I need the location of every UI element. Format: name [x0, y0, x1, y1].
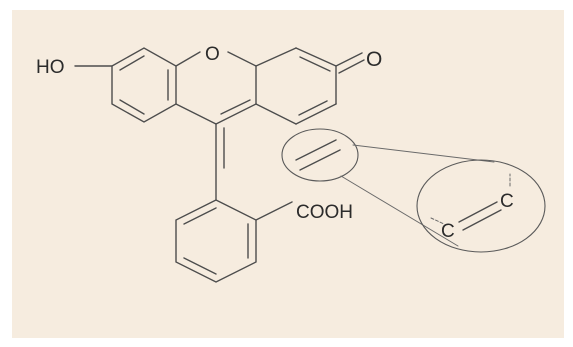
inset-carbon-left: C [441, 221, 455, 242]
phenyl-inner-bond-1 [183, 207, 217, 225]
hydroxyl-label: HO [36, 57, 65, 78]
carboxyl-label: COOH [296, 202, 353, 223]
inset-connector-top [352, 144, 495, 163]
right-ring [255, 47, 337, 125]
carbonyl-bond-1 [335, 52, 363, 67]
phenyl-inner-bond-3 [183, 257, 217, 275]
inset-double-bond-2 [462, 209, 502, 231]
ring-oxygen-label: O [205, 44, 220, 65]
inset-double-bond-1 [458, 201, 498, 223]
inset-ellipse [416, 159, 546, 253]
carbonyl-oxygen-label: O [366, 48, 382, 71]
highlighted-double-bond-2 [299, 149, 341, 171]
carbonyl-bond-2 [338, 59, 365, 74]
central-ring [175, 51, 257, 125]
carboxyl-bond [255, 201, 293, 221]
inset-left-stub [430, 217, 445, 225]
highlighted-double-bond-1 [295, 139, 337, 161]
left-ring-inner-bond-3 [119, 99, 145, 115]
right-ring-top-double-bond [299, 56, 331, 72]
highlight-ellipse [281, 128, 359, 182]
right-ring-lower-double-bond [298, 100, 328, 116]
inset-carbon-right: C [500, 191, 514, 212]
central-ring-double-bond [220, 99, 251, 115]
inset-connector-bottom [340, 175, 459, 247]
diagram-panel [12, 10, 564, 338]
left-ring-inner-bond-1 [119, 55, 145, 71]
